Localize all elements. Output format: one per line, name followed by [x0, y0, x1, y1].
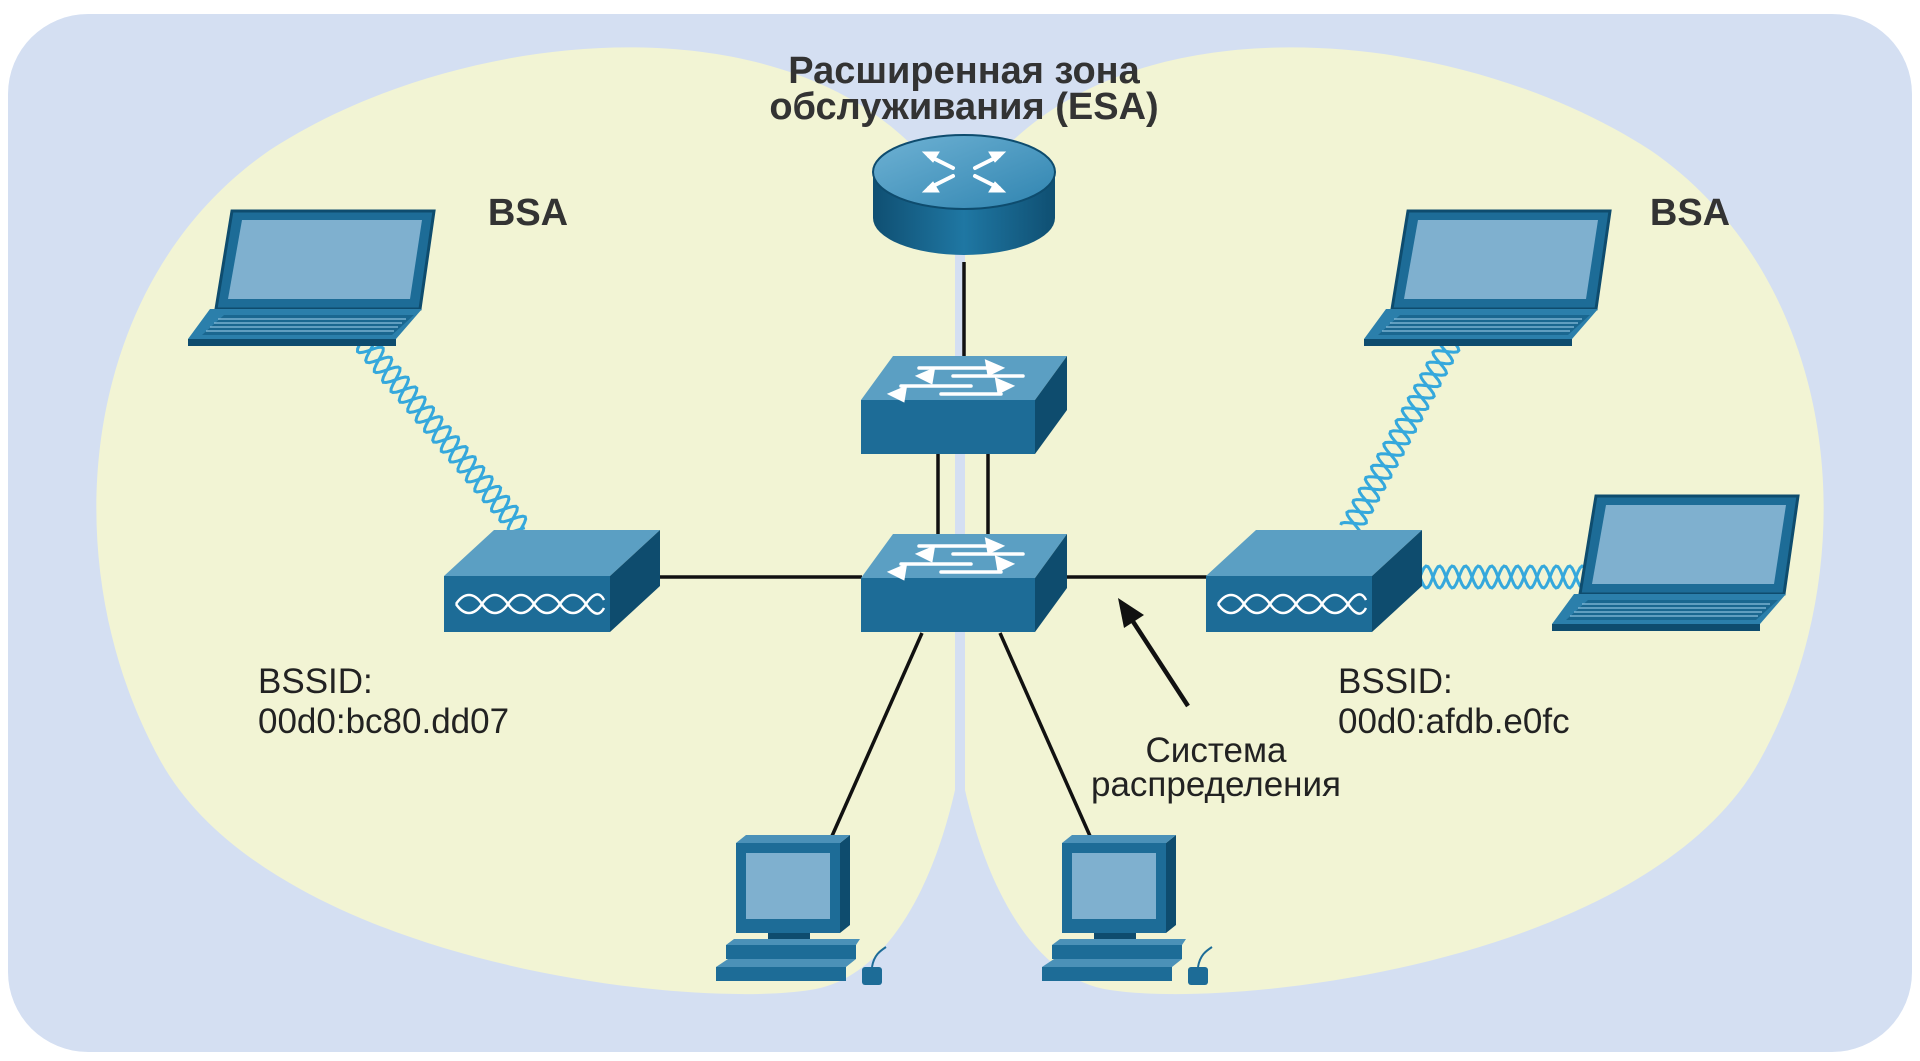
bssid-right-label: BSSID:: [1338, 662, 1453, 701]
access-point-left-icon: [444, 530, 660, 632]
bsa-right-label: BSA: [1650, 192, 1730, 234]
distribution-system-line2: распределения: [1091, 765, 1341, 804]
wireless-link-right-bottom: [1418, 564, 1597, 590]
wireless-links: [355, 335, 1597, 590]
link-switch-desktop-left: [830, 632, 924, 837]
access-point-right-icon: [1206, 530, 1422, 632]
wireless-link-left: [355, 339, 526, 534]
wireless-link-right-top: [1339, 337, 1455, 526]
bssid-left-value: 00d0:bc80.dd07: [258, 702, 509, 741]
bsa-area-right: [965, 47, 1824, 995]
distribution-system-line1: Система: [1146, 731, 1287, 770]
esa-label-line2: обслуживания (ESA): [769, 86, 1158, 128]
switch-lower-icon: [861, 534, 1067, 632]
router-icon: [872, 134, 1056, 255]
distribution-arrow: [1118, 598, 1190, 708]
wired-links: [660, 262, 1212, 837]
link-switch-desktop-right: [998, 632, 1092, 837]
wireless-link-left-b: [361, 335, 528, 534]
wireless-link-right-bottom-b: [1418, 564, 1597, 590]
wireless-link-right-top-b: [1345, 339, 1461, 536]
bssid-left-label: BSSID:: [258, 662, 373, 701]
bssid-right-value: 00d0:afdb.e0fc: [1338, 702, 1570, 741]
bsa-left-label: BSA: [488, 192, 568, 234]
switch-upper-icon: [861, 356, 1067, 454]
esa-label-line1: Расширенная зона: [788, 50, 1140, 92]
